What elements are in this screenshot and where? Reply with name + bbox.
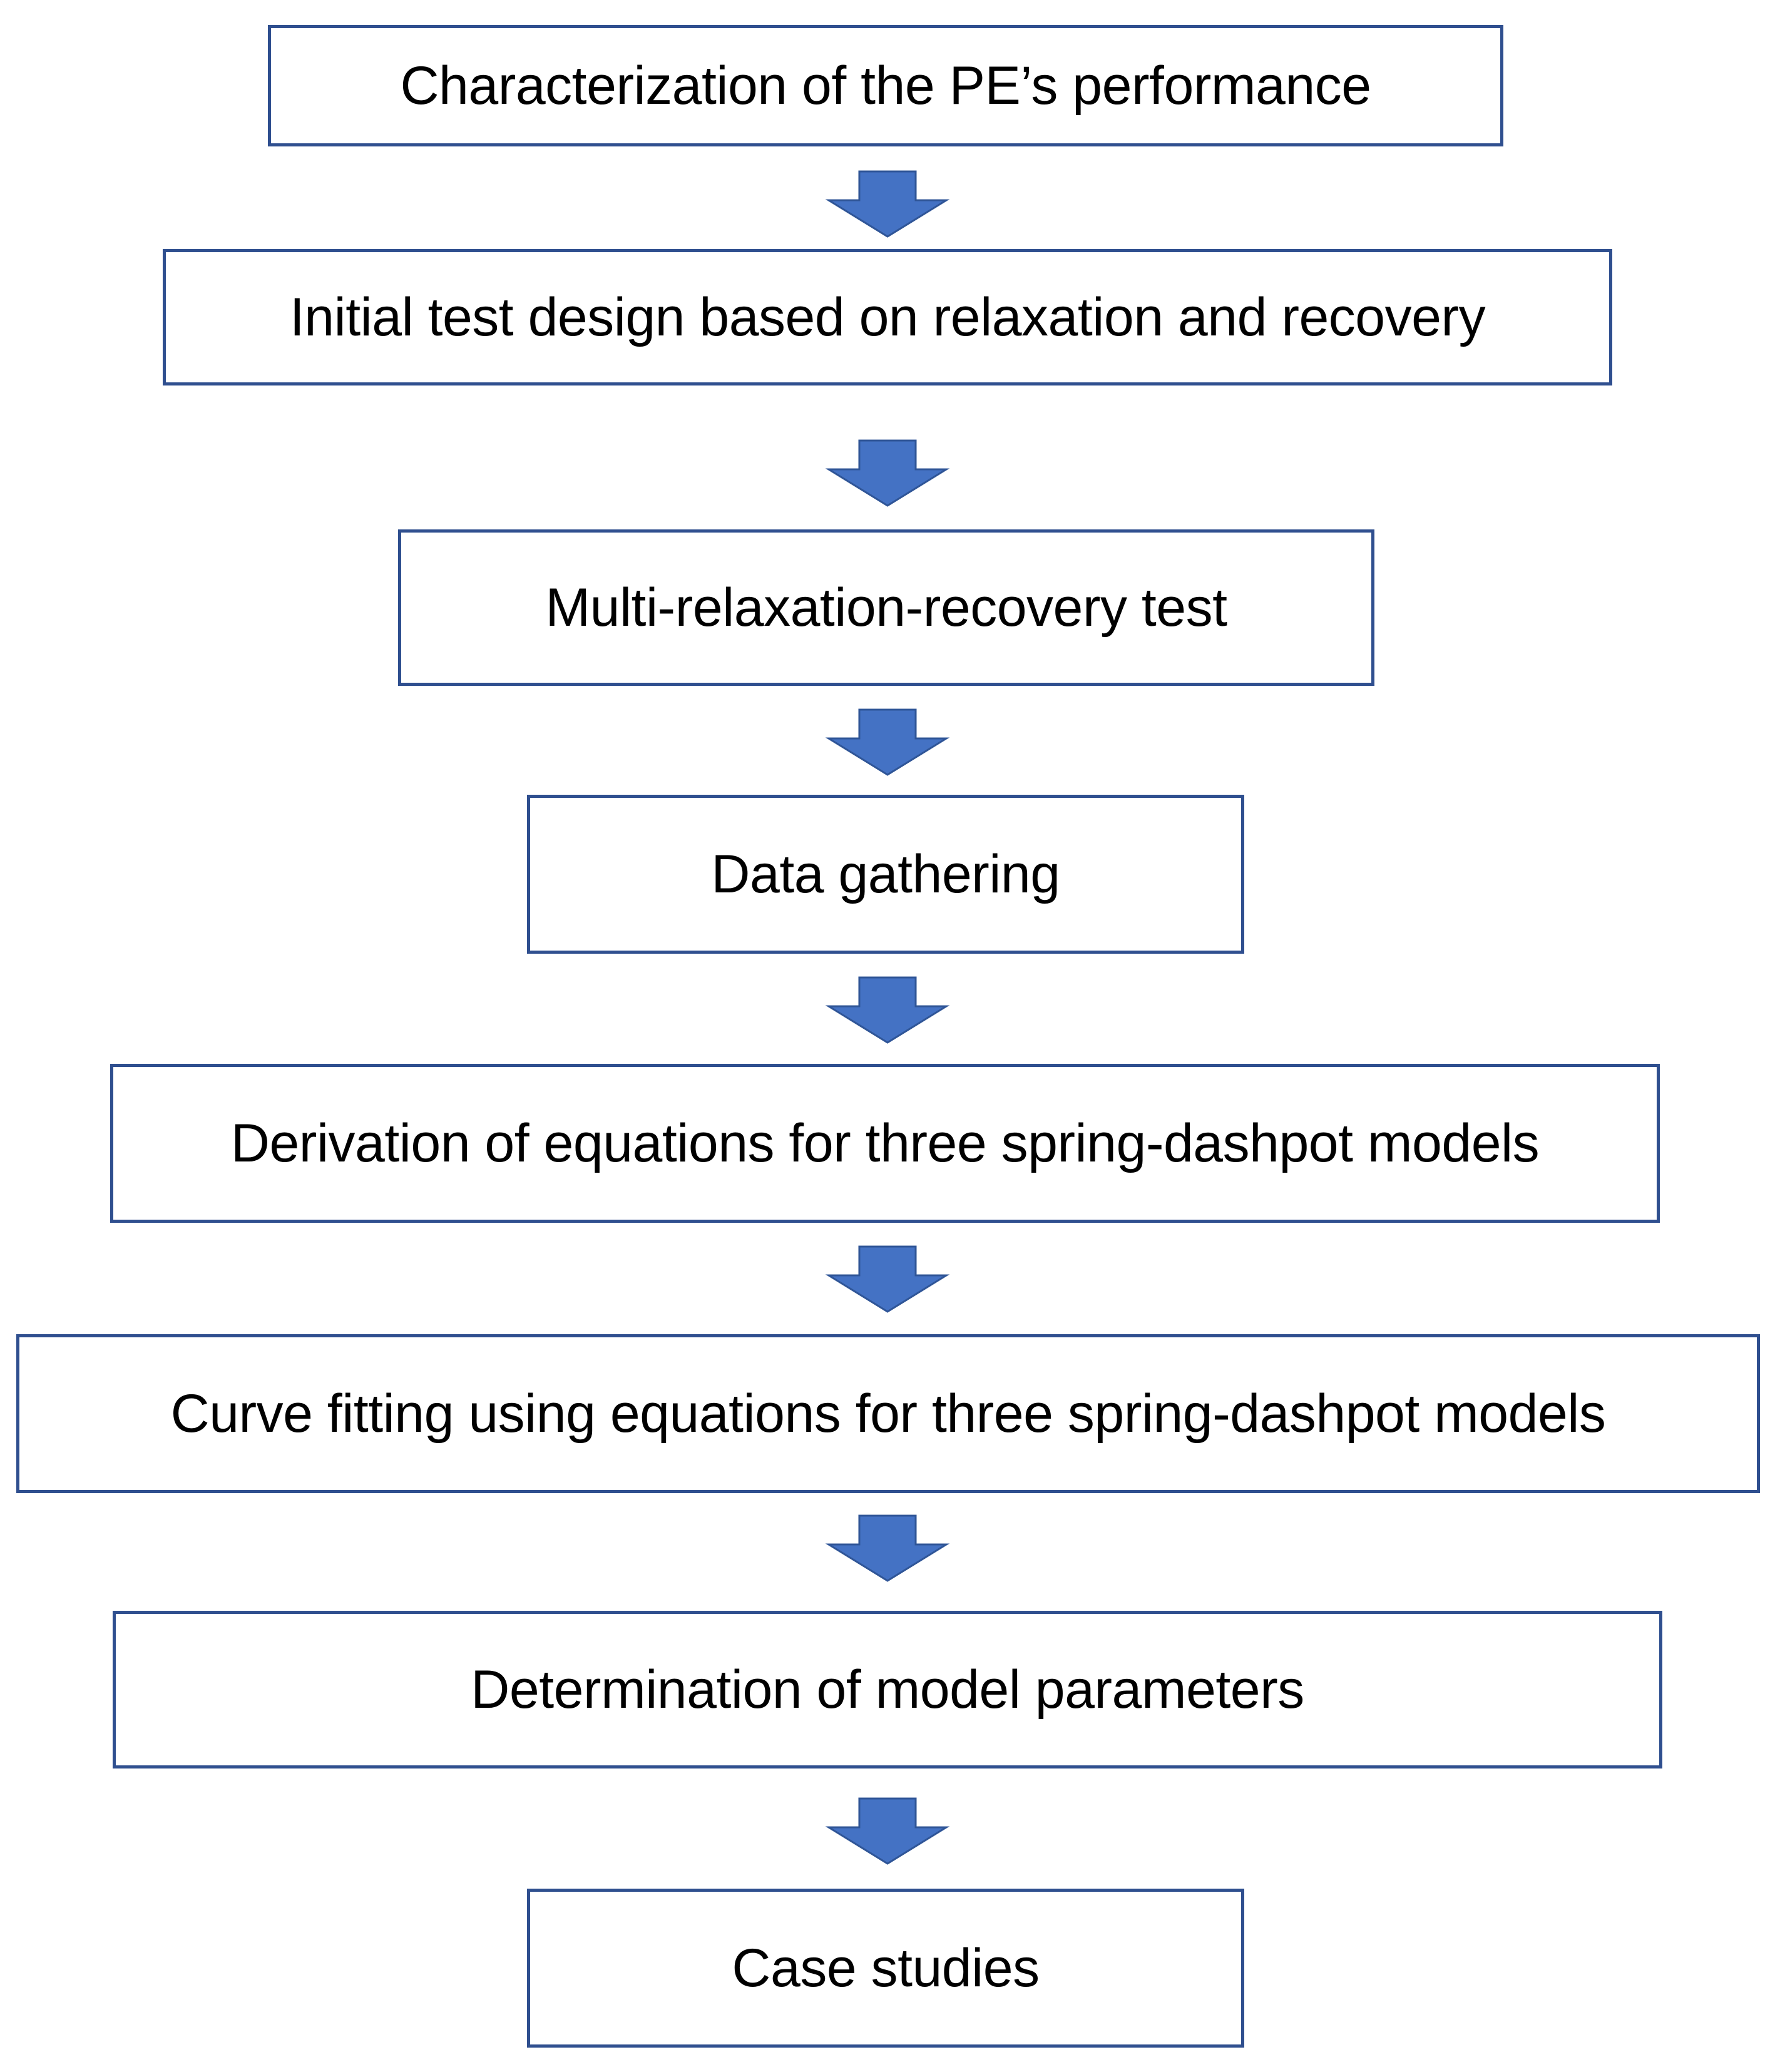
down-arrow-polygon bbox=[825, 439, 950, 507]
down-arrow-polygon bbox=[825, 1514, 950, 1582]
down-arrow-shape bbox=[825, 170, 950, 238]
down-arrow-polygon bbox=[825, 1797, 950, 1865]
step-label: Multi-relaxation-recovery test bbox=[545, 577, 1227, 638]
down-arrow-polygon bbox=[825, 708, 950, 776]
down-arrow-polygon bbox=[825, 170, 950, 238]
step-curve-fitting: Curve fitting using equations for three … bbox=[16, 1334, 1760, 1493]
down-arrow-shape bbox=[825, 976, 950, 1044]
down-arrow-icon bbox=[825, 1513, 950, 1583]
step-label: Curve fitting using equations for three … bbox=[170, 1383, 1606, 1444]
step-initial-test-design: Initial test design based on relaxation … bbox=[163, 249, 1612, 385]
step-derivation-of-equations: Derivation of equations for three spring… bbox=[110, 1064, 1660, 1223]
step-label: Determination of model parameters bbox=[471, 1659, 1304, 1720]
step-characterization: Characterization of the PE’s performance bbox=[268, 25, 1503, 146]
down-arrow-shape bbox=[825, 1245, 950, 1313]
step-case-studies: Case studies bbox=[527, 1889, 1244, 2048]
step-label: Case studies bbox=[732, 1937, 1040, 1998]
down-arrow-icon bbox=[825, 169, 950, 239]
down-arrow-icon bbox=[825, 1244, 950, 1314]
down-arrow-icon bbox=[825, 975, 950, 1045]
down-arrow-polygon bbox=[825, 976, 950, 1044]
step-label: Initial test design based on relaxation … bbox=[289, 287, 1486, 347]
step-label: Derivation of equations for three spring… bbox=[230, 1113, 1540, 1173]
down-arrow-shape bbox=[825, 439, 950, 507]
step-multi-relaxation-recovery-test: Multi-relaxation-recovery test bbox=[398, 529, 1374, 686]
step-data-gathering: Data gathering bbox=[527, 795, 1244, 954]
down-arrow-shape bbox=[825, 708, 950, 776]
step-determination-of-parameters: Determination of model parameters bbox=[113, 1611, 1662, 1768]
step-label: Data gathering bbox=[711, 844, 1060, 904]
down-arrow-polygon bbox=[825, 1245, 950, 1313]
down-arrow-shape bbox=[825, 1797, 950, 1865]
down-arrow-icon bbox=[825, 707, 950, 777]
down-arrow-shape bbox=[825, 1514, 950, 1582]
step-label: Characterization of the PE’s performance bbox=[400, 55, 1371, 116]
down-arrow-icon bbox=[825, 1796, 950, 1866]
down-arrow-icon bbox=[825, 438, 950, 508]
